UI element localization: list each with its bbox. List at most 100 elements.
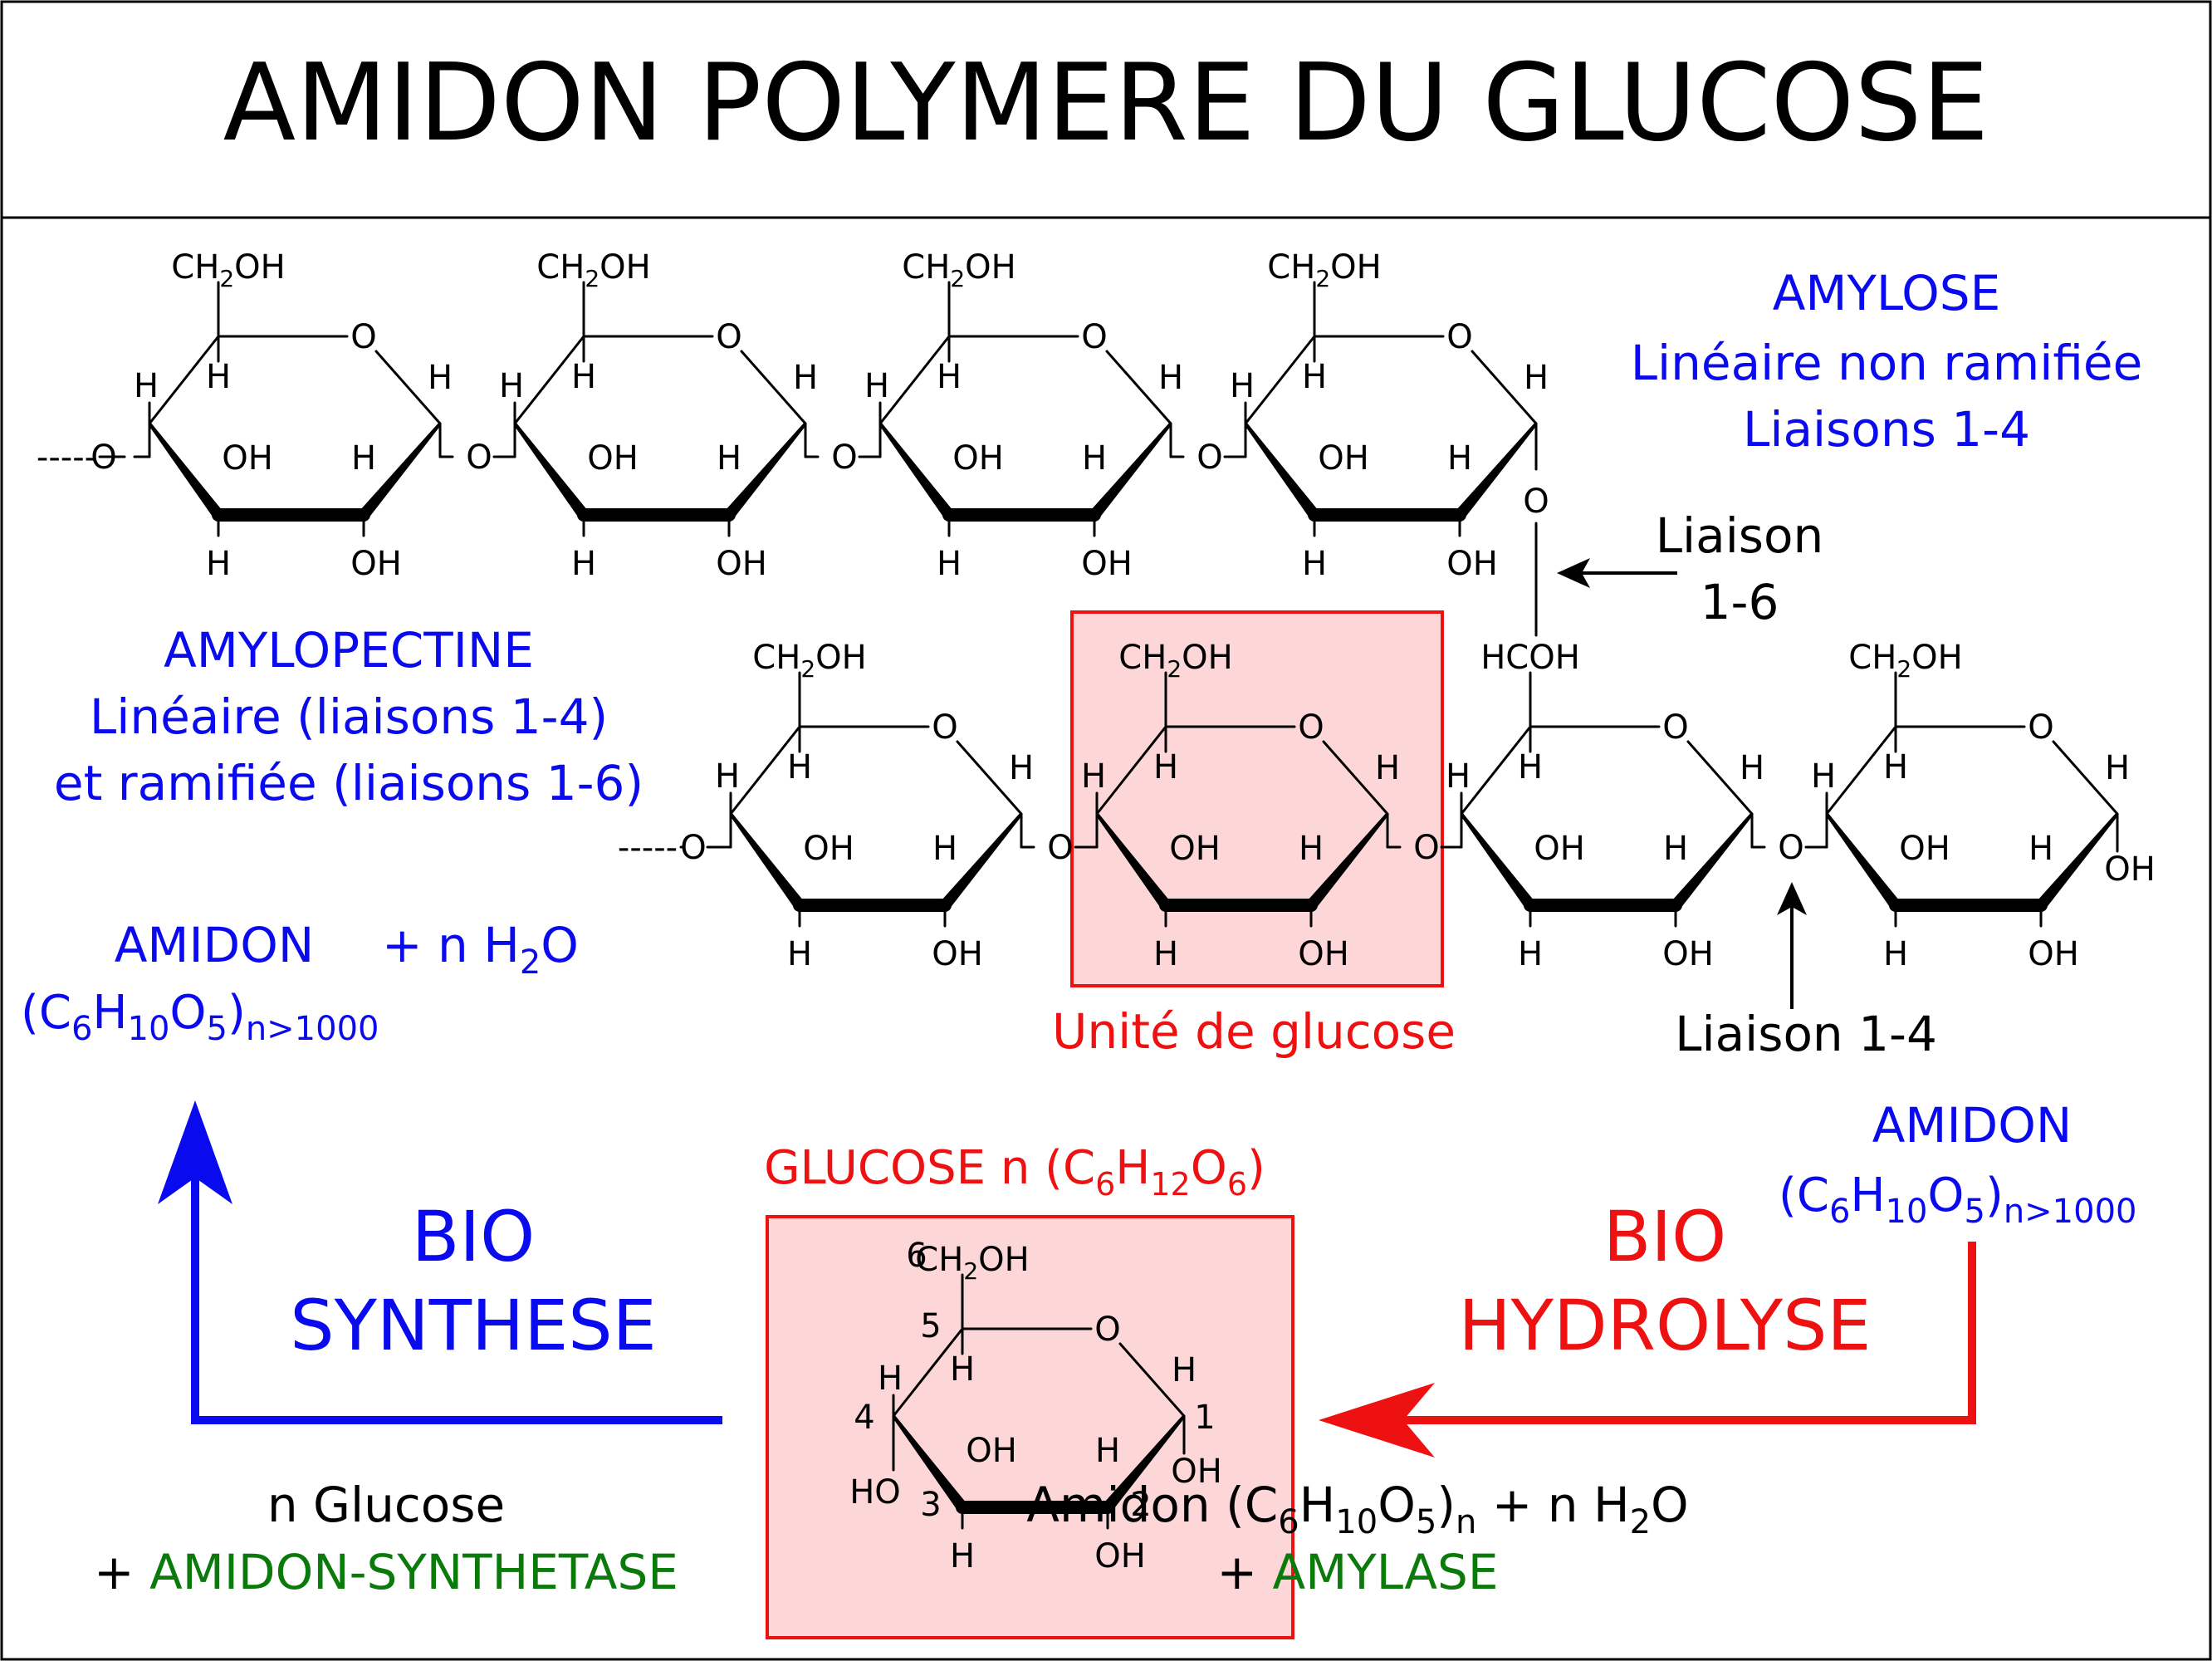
- carbon-number: 1: [1194, 1399, 1215, 1437]
- h-atom: H: [1299, 830, 1324, 868]
- unite-glucose-label: Unité de glucose: [1052, 1003, 1456, 1060]
- glycosidic-oxygen: O: [1523, 483, 1549, 521]
- amidon-right-formula: (C6H10O5)n>1000: [1779, 1169, 2136, 1231]
- bio-hydrolyse-2: HYDROLYSE: [1459, 1285, 1872, 1366]
- h-atom: H: [1375, 749, 1400, 787]
- hydroxyl-group: HO: [849, 1473, 901, 1512]
- ring-bond: [878, 335, 951, 425]
- ch2oh-group: CH2OH: [171, 248, 285, 292]
- wedge-bond: [724, 422, 807, 519]
- wedge-bond: [2036, 812, 2119, 909]
- amidon-left-label: AMIDON: [115, 917, 315, 973]
- bio-hydrolyse-1: BIO: [1603, 1196, 1727, 1277]
- hydroxyl-group: OH: [1318, 439, 1369, 478]
- wedge-bond: [1089, 422, 1172, 519]
- liaison-1-4-arrow: [1777, 882, 1807, 1009]
- hydroxyl-group: OH: [1081, 545, 1133, 583]
- amylose-line2: Liaisons 1-4: [1743, 401, 2030, 458]
- plus-n-h-text: + n H: [382, 917, 520, 973]
- formula-c-right: (C: [1779, 1169, 1829, 1222]
- h-atom: H: [1153, 935, 1178, 973]
- hydroxyl-group: OH: [966, 1432, 1017, 1470]
- ring-bond: [1322, 740, 1389, 816]
- h-atom: H: [932, 830, 957, 868]
- formula-c-left: (C: [21, 986, 71, 1040]
- ring-oxygen: O: [932, 708, 957, 747]
- h-atom: H: [950, 1537, 975, 1575]
- hcoh-group: HCOH: [1480, 639, 1580, 677]
- h-atom: H: [2105, 749, 2130, 787]
- amylose-annotation: AMYLOSE Linéaire non ramifiée Liaisons 1…: [1631, 265, 2143, 458]
- bio-synthese-1: BIO: [412, 1196, 536, 1277]
- ring-bond: [1105, 350, 1172, 425]
- amylopectine-title: AMYLOPECTINE: [164, 622, 534, 679]
- ring-bond: [1095, 725, 1167, 816]
- h-atom: H: [2028, 830, 2053, 868]
- plus-sign-right: +: [1217, 1544, 1273, 1600]
- molecule-layer: OCH2OHHHOHHHOHHOCH2OHHHOHHHOHHOCH2OHHHOH…: [37, 248, 2156, 1575]
- ch2oh-group: CH2OH: [915, 1241, 1029, 1285]
- ring-bond: [1471, 350, 1538, 425]
- carbon-number: 2: [1130, 1486, 1151, 1524]
- hydroxyl-group: OH: [350, 545, 402, 583]
- synthetase-line: + AMIDON-SYNTHETASE: [94, 1544, 678, 1600]
- formula-n-left: n>1000: [246, 1010, 379, 1048]
- h-atom: H: [1811, 757, 1836, 796]
- h-atom: H: [1158, 359, 1183, 397]
- h-atom: H: [1081, 757, 1106, 796]
- hydrolysis-equation: Amidon (C6H10O5)n + n H2O: [1026, 1477, 1688, 1541]
- hydroxyl-group: OH: [1171, 1453, 1222, 1491]
- chain-continuation: -----: [618, 829, 678, 867]
- wedge-bond: [148, 422, 223, 519]
- carbon-number: 4: [854, 1399, 874, 1437]
- ring-bond: [374, 350, 442, 425]
- n-glucose-label: n Glucose: [267, 1477, 505, 1533]
- formula-n-right: n>1000: [2004, 1193, 2137, 1231]
- glucose-unit-highlight: [1070, 610, 1444, 987]
- amylase-line: + AMYLASE: [1217, 1544, 1499, 1600]
- ring-bond: [1686, 740, 1754, 816]
- glycosidic-oxygen: O: [680, 829, 706, 867]
- bio-synthese-2: SYNTHESE: [290, 1285, 656, 1366]
- amidon-left-formula: (C6H10O5)n>1000: [21, 986, 379, 1048]
- plus-n-h2o: + n H2O: [382, 917, 579, 982]
- ring-bond: [1825, 725, 1897, 816]
- ring-oxygen: O: [1298, 708, 1324, 747]
- h-atom: H: [206, 545, 231, 583]
- h-atom: H: [1447, 439, 1472, 478]
- h-atom: H: [878, 1360, 903, 1398]
- h-atom: H: [787, 935, 812, 973]
- wedge-bond: [513, 422, 589, 519]
- amidon-synthetase-label: AMIDON-SYNTHETASE: [149, 1544, 678, 1600]
- h-atom: H: [1883, 748, 1908, 786]
- plus-sign-left: +: [94, 1544, 149, 1600]
- h-atom: H: [1153, 748, 1178, 786]
- h-atom: H: [571, 545, 596, 583]
- h-atom: H: [1518, 748, 1543, 786]
- h-atom: H: [351, 439, 376, 478]
- glycosidic-oxygen: O: [1197, 439, 1222, 477]
- ring-oxygen: O: [716, 318, 741, 356]
- liaison-1-6-label-a: Liaison: [1656, 507, 1824, 564]
- hydroxyl-group: OH: [952, 439, 1004, 478]
- h-atom: H: [1883, 935, 1908, 973]
- amylase-label: AMYLASE: [1273, 1544, 1499, 1600]
- glycosidic-oxygen: O: [831, 439, 857, 477]
- page-title: AMIDON POLYMERE DU GLUCOSE: [223, 42, 1989, 165]
- ring-bond: [1460, 725, 1532, 816]
- h-atom: H: [134, 367, 159, 405]
- hydroxyl-group: OH: [1534, 830, 1585, 868]
- h-atom: H: [793, 359, 818, 397]
- hydroxyl-group: OH: [932, 935, 983, 973]
- wedge-bond: [1825, 812, 1901, 909]
- h-atom: H: [571, 358, 596, 396]
- ch2oh-group: CH2OH: [536, 248, 650, 292]
- ring-oxygen: O: [2028, 708, 2053, 747]
